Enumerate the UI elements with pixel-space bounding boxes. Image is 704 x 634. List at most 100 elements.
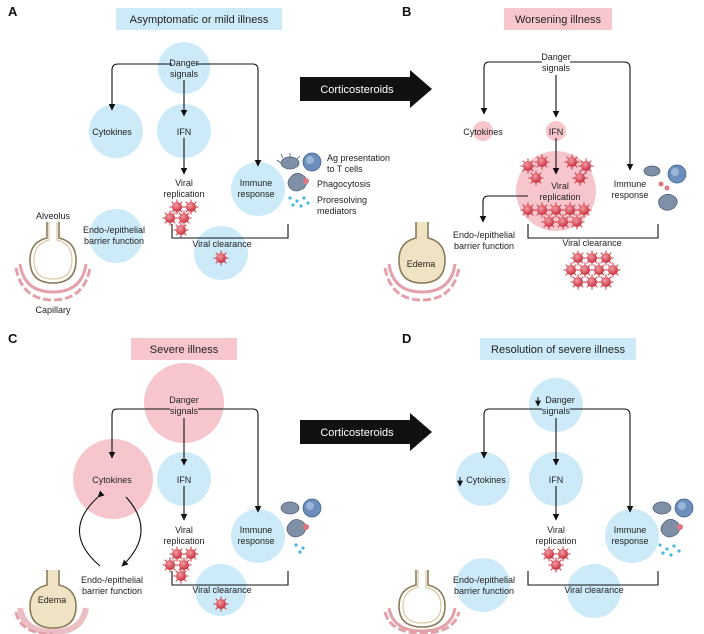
alveolus-icon: [14, 570, 89, 634]
danger-label-1: Danger: [169, 395, 199, 405]
cytokines-bubble: [73, 439, 153, 519]
panel-a: A Asymptomatic or mild illness Danger si…: [8, 4, 390, 315]
ifn-label: IFN: [177, 475, 192, 485]
danger-signals-bubble: [158, 42, 210, 94]
viral-replication-label-2: replication: [163, 189, 204, 199]
panel-title-box: [480, 338, 636, 360]
panel-d: D Resolution of severe illness Danger si…: [383, 331, 694, 634]
virus-cluster: [162, 546, 199, 584]
immune-response-label-2: response: [611, 190, 648, 200]
immune-response-label-1: Immune: [614, 525, 647, 535]
barrier-function-bubble: [89, 209, 143, 263]
cytokines-label: Cytokines: [92, 127, 132, 137]
panel-title-box: [116, 8, 282, 30]
cytokines-label: Cytokines: [466, 475, 506, 485]
cytokines-label: Cytokines: [92, 475, 132, 485]
danger-signals-bubble: [529, 378, 583, 432]
cycle-arrow-up: [78, 490, 105, 567]
panel-title: Resolution of severe illness: [491, 344, 625, 356]
panel-title: Severe illness: [150, 344, 219, 356]
danger-label-2: signals: [170, 406, 199, 416]
ifn-label: IFN: [549, 127, 564, 137]
immune-response-label-1: Immune: [240, 525, 273, 535]
proresolving-label-1: Proresolving: [317, 195, 367, 205]
virus-icon: [213, 250, 229, 266]
barrier-label-1: Endo-/epithelial: [453, 575, 515, 585]
ifn-bubble: [546, 121, 566, 141]
immune-cells-icon: [280, 498, 322, 554]
danger-label-2: signals: [542, 63, 571, 73]
panel-letter: D: [402, 331, 411, 346]
arrow-to-immune: [198, 408, 262, 513]
immune-response-bubble: [231, 509, 285, 563]
capillary-label: Capillary: [35, 305, 71, 315]
phagocytosis-label: Phagocytosis: [317, 179, 371, 189]
arrow-to-cytokines: [480, 61, 542, 115]
viral-replication-label-2: replication: [163, 536, 204, 546]
alveolus-icon: [383, 222, 461, 302]
viral-clearance-bubble: [567, 564, 621, 618]
danger-label-2: signals: [170, 69, 199, 79]
arrow-to-cytokines: [108, 408, 170, 459]
danger-label-1: Danger: [541, 52, 571, 62]
corticosteroids-label: Corticosteroids: [320, 84, 394, 96]
barrier-label-2: barrier function: [454, 241, 514, 251]
cytokines-bubble: [473, 121, 493, 141]
virus-cluster-clearance: [563, 250, 621, 290]
ifn-bubble: [157, 104, 211, 158]
danger-label-1: Danger: [545, 395, 575, 405]
viral-clearance-bracket: [171, 224, 289, 239]
panel-c: C Severe illness Danger signals Cytokine…: [8, 331, 322, 634]
corticosteroids-arrow-bottom: Corticosteroids: [300, 413, 432, 451]
arrow-to-immune: [196, 63, 262, 167]
proresolving-label-2: mediators: [317, 206, 357, 216]
viral-replication-label-1: Viral: [551, 181, 569, 191]
viral-replication-label-1: Viral: [175, 178, 193, 188]
barrier-label-2: barrier function: [84, 236, 144, 246]
edema-label: Edema: [38, 595, 67, 605]
viral-clearance-label: Viral clearance: [192, 585, 251, 595]
ifn-label: IFN: [177, 127, 192, 137]
viral-replication-label-1: Viral: [175, 525, 193, 535]
barrier-label-2: barrier function: [454, 586, 514, 596]
virus-cluster: [541, 546, 571, 573]
ag-presentation-label-2: to T cells: [327, 164, 363, 174]
viral-clearance-bubble: [195, 564, 247, 616]
viral-replication-label-2: replication: [535, 536, 576, 546]
viral-replication-label-2: replication: [539, 192, 580, 202]
arrow-to-cytokines: [480, 408, 542, 459]
alveolus-icon: [14, 222, 92, 302]
corticosteroids-arrow-top: Corticosteroids: [300, 70, 432, 108]
cycle-arrow-down: [121, 496, 142, 567]
immune-cells-icon: [652, 498, 694, 557]
immune-cells-icon: [276, 152, 322, 208]
immune-response-label-2: response: [611, 536, 648, 546]
barrier-label-1: Endo-/epithelial: [453, 230, 515, 240]
corticosteroids-label: Corticosteroids: [320, 427, 394, 439]
panel-title-box: [504, 8, 612, 30]
panel-letter: B: [402, 4, 411, 19]
immune-response-label-2: response: [237, 189, 274, 199]
barrier-label-2: barrier function: [82, 586, 142, 596]
immune-response-label-1: Immune: [614, 179, 647, 189]
viral-clearance-bracket: [527, 224, 659, 239]
immune-cells-icon: [643, 164, 687, 211]
immune-response-bubble: [605, 509, 659, 563]
arrow-to-immune: [570, 61, 634, 171]
ifn-bubble: [157, 452, 211, 506]
immune-response-bubble: [231, 162, 285, 216]
edema-label: Edema: [407, 259, 436, 269]
barrier-label-1: Endo-/epithelial: [83, 225, 145, 235]
alveolus-label: Alveolus: [36, 211, 71, 221]
panel-title: Worsening illness: [515, 14, 602, 26]
viral-clearance-bracket: [527, 571, 659, 586]
panel-letter: C: [8, 331, 18, 346]
virus-icon: [213, 596, 229, 612]
viral-clearance-bracket: [171, 571, 289, 586]
ifn-bubble: [529, 452, 583, 506]
ifn-label: IFN: [549, 475, 564, 485]
arrow-to-immune: [570, 408, 634, 513]
danger-signals-bubble: [144, 363, 224, 443]
cytokines-bubble: [456, 452, 510, 506]
